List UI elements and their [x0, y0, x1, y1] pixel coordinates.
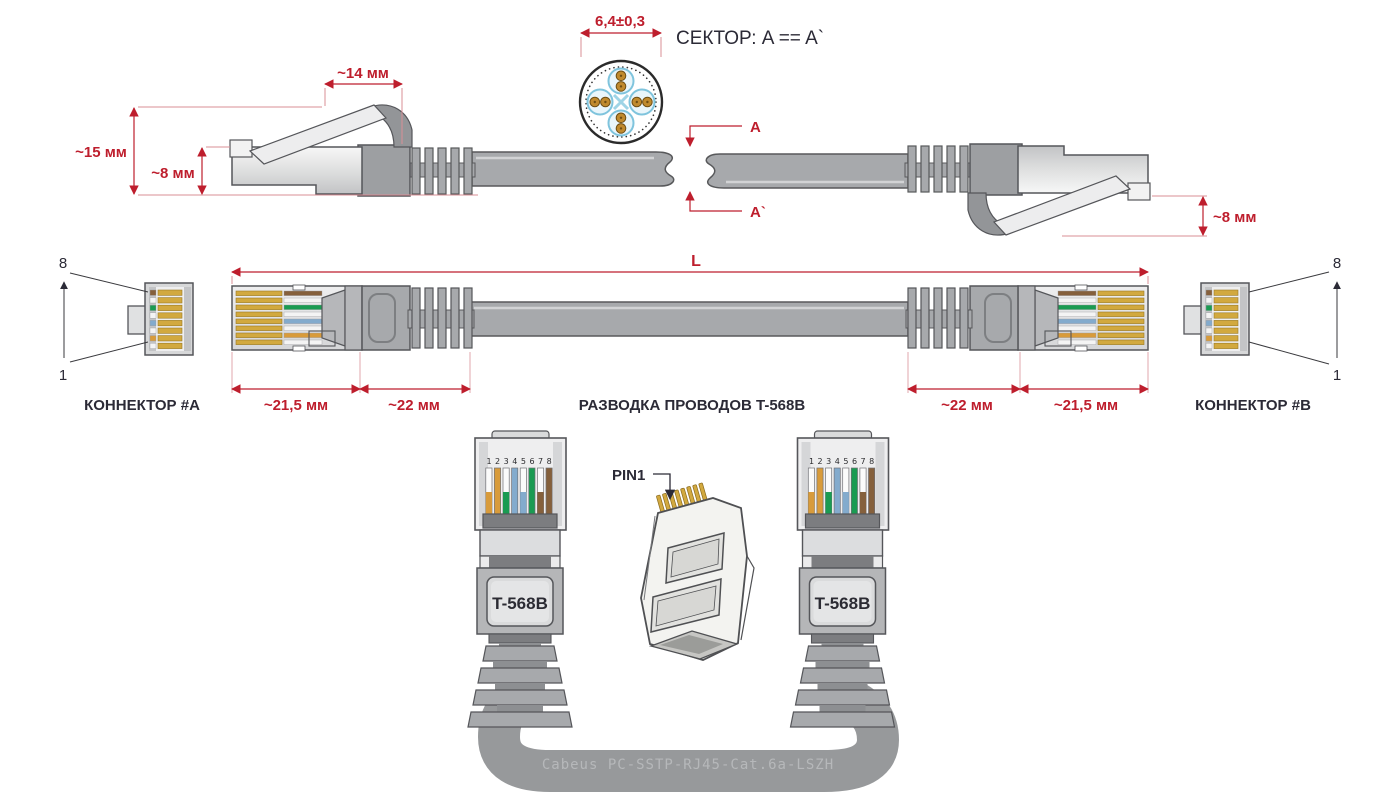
head-rail-right [553, 442, 562, 526]
plug-3d-opening-inner [660, 635, 723, 654]
cable-cross-section: 6,4±0,3 [578, 13, 664, 145]
side-view-connector-b [705, 142, 1152, 237]
crimp-wedge [321, 289, 346, 347]
face-rail-right [184, 287, 191, 351]
body-notch-bottom [292, 345, 306, 352]
wired-connector: 1 2 3 4 5 6 7 8 T-56 [467, 430, 573, 728]
dim-21-5mm-right-label: ~21,5 мм [1054, 397, 1118, 414]
plug-neck [479, 529, 561, 557]
svg-text:3: 3 [504, 457, 509, 466]
dim-length: L [231, 253, 1149, 284]
front-view-connector-b [1183, 282, 1250, 356]
body-notch-top [292, 284, 306, 291]
shield-braid-dots [585, 66, 657, 138]
cable-marking: Cabeus PC-SSTP-RJ45-Cat.6a-LSZH [542, 757, 834, 773]
pin-order-right: 8 1 [1248, 255, 1341, 384]
svg-text:8: 8 [547, 457, 552, 466]
twisted-pair-east [628, 88, 656, 116]
length-label: L [691, 253, 701, 270]
front-wire-ends [149, 289, 157, 349]
dim-8mm-right: ~8 мм [1062, 195, 1256, 237]
dim-22mm-left-label: ~22 мм [388, 397, 440, 414]
boot-detail [368, 293, 396, 343]
dim-8mm-left-label: ~8 мм [151, 165, 194, 182]
connector-b-caption: КОННЕКТОР #B [1195, 397, 1311, 414]
dim-22mm-right-label: ~22 мм [941, 397, 993, 414]
diameter-dim-label: 6,4±0,3 [595, 13, 645, 30]
pin-numbers: 1 2 3 4 5 6 7 8 [486, 457, 551, 466]
pair-separator-cross [612, 93, 630, 111]
pin8-label-left: 8 [59, 255, 67, 272]
pin1-label-right: 1 [1333, 367, 1341, 384]
front-gold-contacts [157, 289, 183, 349]
dim-21-5mm-left-label: ~21,5 мм [264, 397, 328, 414]
strain-relief-boot [357, 144, 411, 197]
crimp-bar [482, 513, 558, 529]
front-view-connector [127, 282, 194, 356]
dim-8mm-right-label: ~8 мм [1213, 209, 1256, 226]
dim-14mm-label: ~14 мм [337, 65, 389, 82]
dim-8mm-left: ~8 мм [151, 146, 230, 195]
twisted-pair-west [586, 88, 614, 116]
side-view-connector-a [229, 104, 675, 197]
gold-contacts [235, 290, 283, 345]
plug-3d-window-lower-inner [655, 585, 717, 627]
body-rear [344, 285, 363, 351]
pin1-leader [653, 473, 676, 501]
top-view-connector-a [231, 284, 475, 352]
dim-15mm-label: ~15 мм [75, 144, 127, 161]
plug-3d-edge [643, 515, 656, 601]
twisted-pair-north [607, 67, 635, 95]
svg-text:4: 4 [512, 457, 517, 466]
sector-note: СЕКТОР: A == A` [676, 28, 824, 49]
connector-a-caption: КОННЕКТОР #A [84, 397, 200, 414]
boot-ribs [411, 147, 473, 195]
plug-tip-tab [229, 139, 253, 158]
latch-lever [248, 104, 388, 165]
section-callout-a-prime: A` [685, 191, 766, 221]
svg-text:2: 2 [495, 457, 500, 466]
dims-connector-a: ~21,5 мм ~22 мм [231, 352, 471, 414]
boot-collar-dark [489, 556, 551, 568]
twisted-pair-south [607, 109, 635, 137]
face-cavity [156, 287, 184, 351]
boot-flare-ribs [467, 645, 573, 728]
cable-segment [471, 151, 675, 187]
boot-band [488, 633, 552, 644]
latch-root [308, 330, 336, 347]
section-callout-a: A [685, 119, 761, 147]
standard-label: T-568B [492, 594, 548, 613]
wiring-caption: РАЗВОДКА ПРОВОДОВ T-568B [579, 397, 806, 414]
plug-3d-view: PIN1 [612, 467, 755, 661]
plug-3d-window-upper-inner [670, 538, 720, 578]
head-rail-left [479, 442, 488, 526]
svg-text:1: 1 [486, 457, 491, 466]
pin1-label-left: 1 [59, 367, 67, 384]
dim-15mm: ~15 мм [75, 106, 478, 196]
svg-text:7: 7 [538, 457, 543, 466]
face-rail-left [149, 287, 156, 351]
pin1-callout-label: PIN1 [612, 467, 645, 484]
standard-plate-inner [491, 581, 549, 622]
section-a-prime-label: A` [750, 204, 766, 221]
dims-connector-b: ~22 мм ~21,5 мм [907, 352, 1149, 414]
wire-ends [283, 290, 323, 345]
svg-text:6: 6 [529, 457, 534, 466]
boot-ribs-top [411, 287, 473, 349]
dim-14mm: ~14 мм [324, 65, 403, 144]
plug-3d-latch-edge [740, 555, 755, 641]
pin8-label-right: 8 [1333, 255, 1341, 272]
section-a-label: A [750, 119, 761, 136]
wired-connector-b [789, 430, 896, 728]
top-view-connector-b [905, 284, 1149, 352]
svg-text:5: 5 [521, 457, 526, 466]
pin-order-left: 8 1 [59, 255, 149, 384]
plug-nose [127, 305, 147, 335]
